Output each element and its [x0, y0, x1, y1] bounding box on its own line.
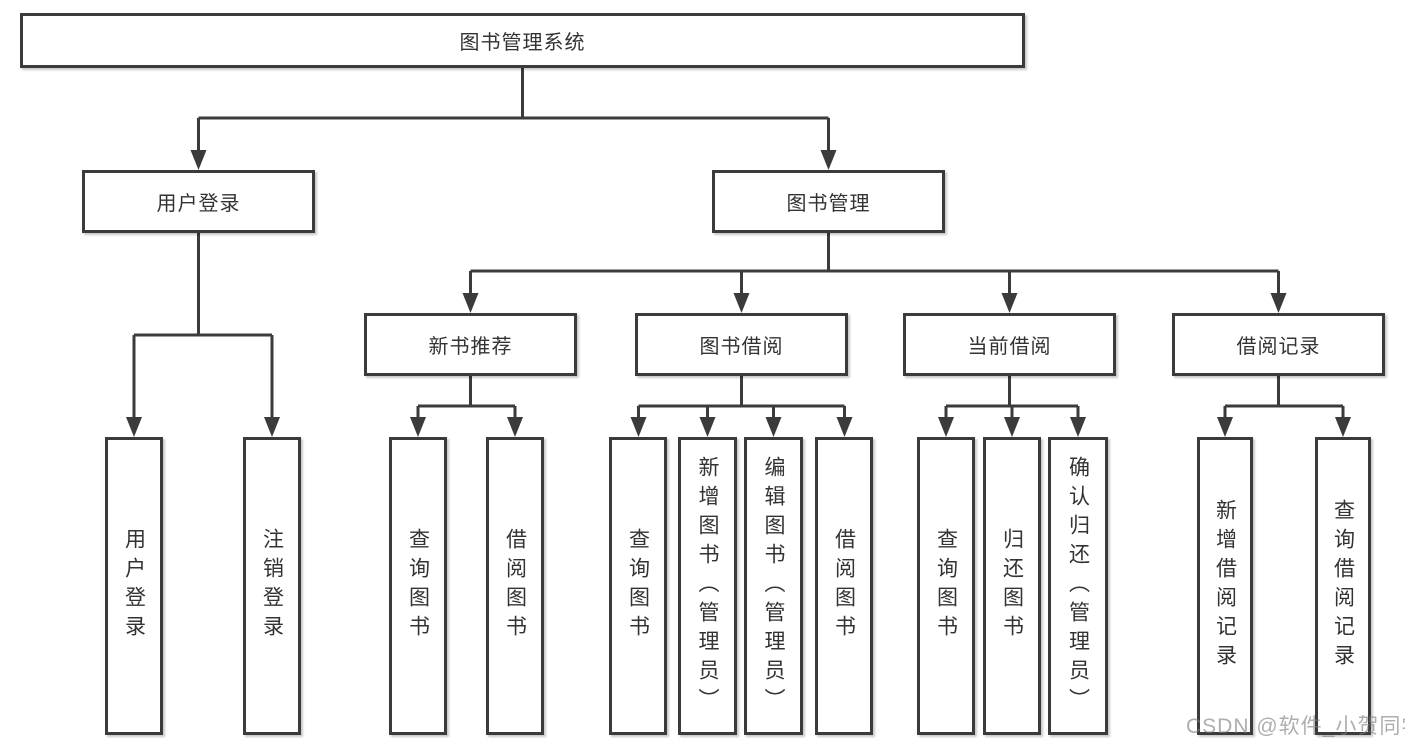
arrowhead	[733, 293, 750, 313]
leaf-query-books-current: 查询图书	[917, 437, 975, 735]
leaf-query-books-recommend: 查询图书	[389, 437, 447, 735]
arrowheads	[126, 150, 1351, 437]
node-label: 新增借阅记录	[1213, 499, 1237, 673]
csdn-watermark: CSDN @软件_小贺同学	[1186, 715, 1405, 738]
node-label: 用户登录	[156, 193, 241, 215]
arrowhead	[1217, 417, 1233, 437]
leaf-return-books: 归还图书	[983, 437, 1041, 735]
node-label: 注销登录	[260, 528, 284, 644]
node-label: 确认归还（管理员）	[1066, 455, 1090, 717]
leaf-user-login: 用户登录	[105, 437, 163, 735]
leaf-query-borrow-record: 查询借阅记录	[1315, 437, 1371, 735]
leaf-confirm-return-admin: 确认归还（管理员）	[1048, 437, 1108, 735]
arrowhead	[507, 417, 523, 437]
node-label: 编辑图书（管理员）	[762, 455, 785, 717]
node-library-system: 图书管理系统	[20, 13, 1025, 68]
node-label: 新增图书（管理员）	[696, 455, 719, 717]
node-current-borrowing: 当前借阅	[903, 313, 1116, 376]
node-label: 用户登录	[122, 528, 146, 644]
node-label: 图书管理	[786, 193, 871, 215]
arrowhead	[938, 417, 954, 437]
arrowhead	[765, 417, 782, 437]
node-book-management: 图书管理	[712, 170, 945, 233]
leaf-edit-books-admin: 编辑图书（管理员）	[744, 437, 803, 735]
node-label: 借阅图书	[503, 528, 527, 644]
leaf-logout: 注销登录	[243, 437, 301, 735]
node-label: 归还图书	[1000, 528, 1024, 644]
node-label: 图书管理系统	[459, 32, 586, 54]
node-label: 查询借阅记录	[1331, 499, 1355, 673]
arrowhead	[190, 150, 207, 170]
node-label: 查询图书	[934, 528, 958, 644]
arrowhead	[699, 417, 716, 437]
node-book-borrowing: 图书借阅	[635, 313, 848, 376]
connector-paths	[132, 68, 1345, 419]
leaf-add-borrow-record: 新增借阅记录	[1197, 437, 1253, 735]
arrowhead	[462, 293, 479, 313]
arrowhead	[1001, 293, 1018, 313]
leaf-borrow-books: 借阅图书	[815, 437, 873, 735]
arrowhead	[630, 417, 647, 437]
leaf-add-books-admin: 新增图书（管理员）	[678, 437, 737, 735]
arrowhead	[1004, 417, 1020, 437]
arrowhead	[836, 417, 853, 437]
node-label: 借阅记录	[1236, 336, 1321, 358]
node-label: 查询图书	[626, 528, 650, 644]
node-label: 当前借阅	[967, 336, 1052, 358]
node-label: 借阅图书	[832, 528, 856, 644]
node-label: 新书推荐	[428, 336, 513, 358]
arrowhead	[820, 150, 837, 170]
leaf-borrow-books-recommend: 借阅图书	[486, 437, 544, 735]
arrowhead	[264, 417, 280, 437]
arrowhead	[1270, 293, 1287, 313]
node-label: 图书借阅	[699, 336, 784, 358]
arrowhead	[410, 417, 426, 437]
arrowhead	[1335, 417, 1351, 437]
node-new-book-recommend: 新书推荐	[364, 313, 577, 376]
node-label: 查询图书	[406, 528, 430, 644]
arrowhead	[126, 417, 142, 437]
leaf-query-books-borrowing: 查询图书	[609, 437, 667, 735]
arrowhead	[1070, 417, 1086, 437]
node-borrow-records: 借阅记录	[1172, 313, 1385, 376]
node-user-login: 用户登录	[82, 170, 315, 233]
